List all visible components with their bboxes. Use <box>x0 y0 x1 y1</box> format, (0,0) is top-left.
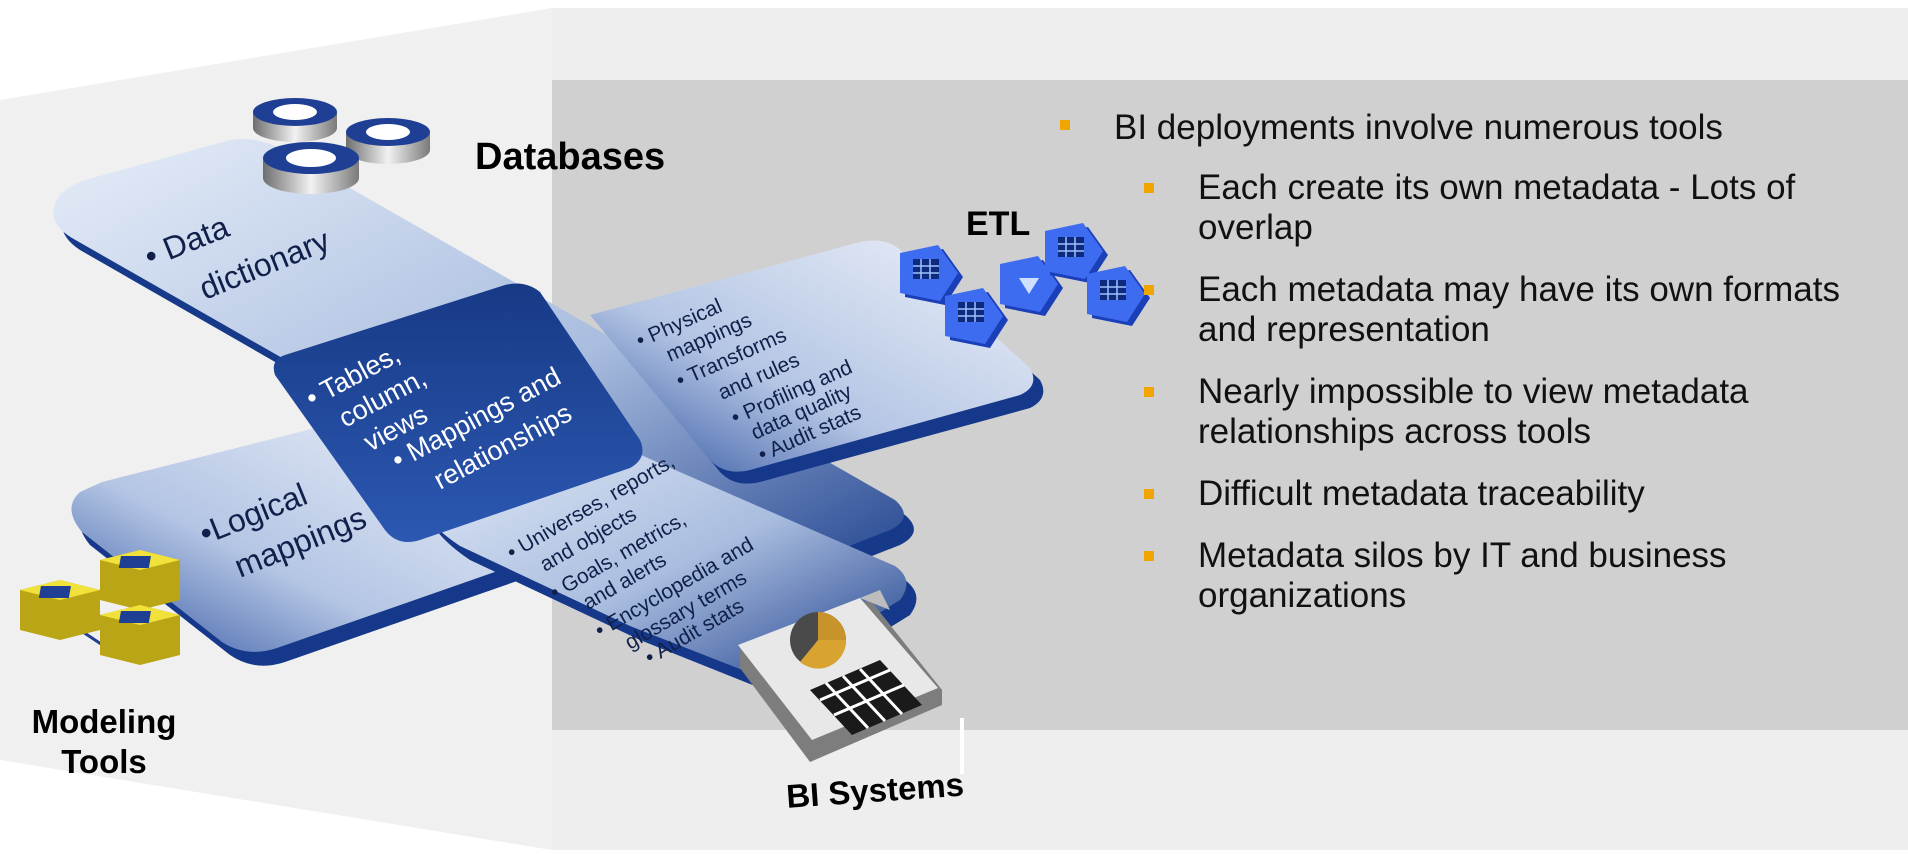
bullet-list: BI deployments involve numerous tools Ea… <box>1060 108 1890 638</box>
bullet-marker <box>1060 120 1070 130</box>
sub-bullet-2-line-1: Each metadata may have its own formats <box>1198 270 1840 309</box>
modeling-tools-label: Modeling Tools <box>24 702 184 782</box>
sub-bullet-3-line-2: relationships across tools <box>1198 412 1591 451</box>
bi-systems-icon <box>738 590 942 762</box>
sub-bullet-1: Each create its own metadata - Lots of o… <box>1144 168 1890 248</box>
sub-bullet-2-line-2: and representation <box>1198 310 1490 349</box>
database-icon <box>253 98 430 194</box>
sub-bullet-4: Difficult metadata traceability <box>1144 474 1890 514</box>
bullet-main: BI deployments involve numerous tools <box>1060 108 1890 148</box>
modeling-tools-icon <box>20 550 180 665</box>
sub-bullet-3: Nearly impossible to view metadata relat… <box>1144 372 1890 452</box>
sub-bullet-5-line-1: Metadata silos by IT and business <box>1198 536 1727 575</box>
bullet-marker <box>1144 551 1154 561</box>
modeling-tools-label-line-2: Tools <box>61 743 147 780</box>
sub-bullet-5: Metadata silos by IT and business organi… <box>1144 536 1890 616</box>
bullet-marker <box>1144 285 1154 295</box>
etl-icon <box>900 223 1150 348</box>
bullet-marker <box>1144 387 1154 397</box>
sub-bullet-1-line-1: Each create its own metadata - Lots of <box>1198 168 1796 207</box>
bullet-marker <box>1144 489 1154 499</box>
modeling-tools-label-line-1: Modeling <box>31 703 177 740</box>
sub-bullet-2: Each metadata may have its own formats a… <box>1144 270 1890 350</box>
etl-label: ETL <box>966 205 1031 243</box>
bullet-marker <box>1144 183 1154 193</box>
bullet-main-text: BI deployments involve numerous tools <box>1114 108 1723 147</box>
sub-bullet-3-line-1: Nearly impossible to view metadata <box>1198 372 1749 411</box>
sub-bullet-1-line-2: overlap <box>1198 208 1313 247</box>
sub-bullet-4-line-1: Difficult metadata traceability <box>1198 474 1645 513</box>
center-panel <box>273 283 643 543</box>
sub-bullet-5-line-2: organizations <box>1198 576 1407 615</box>
databases-label: Databases <box>475 136 666 178</box>
